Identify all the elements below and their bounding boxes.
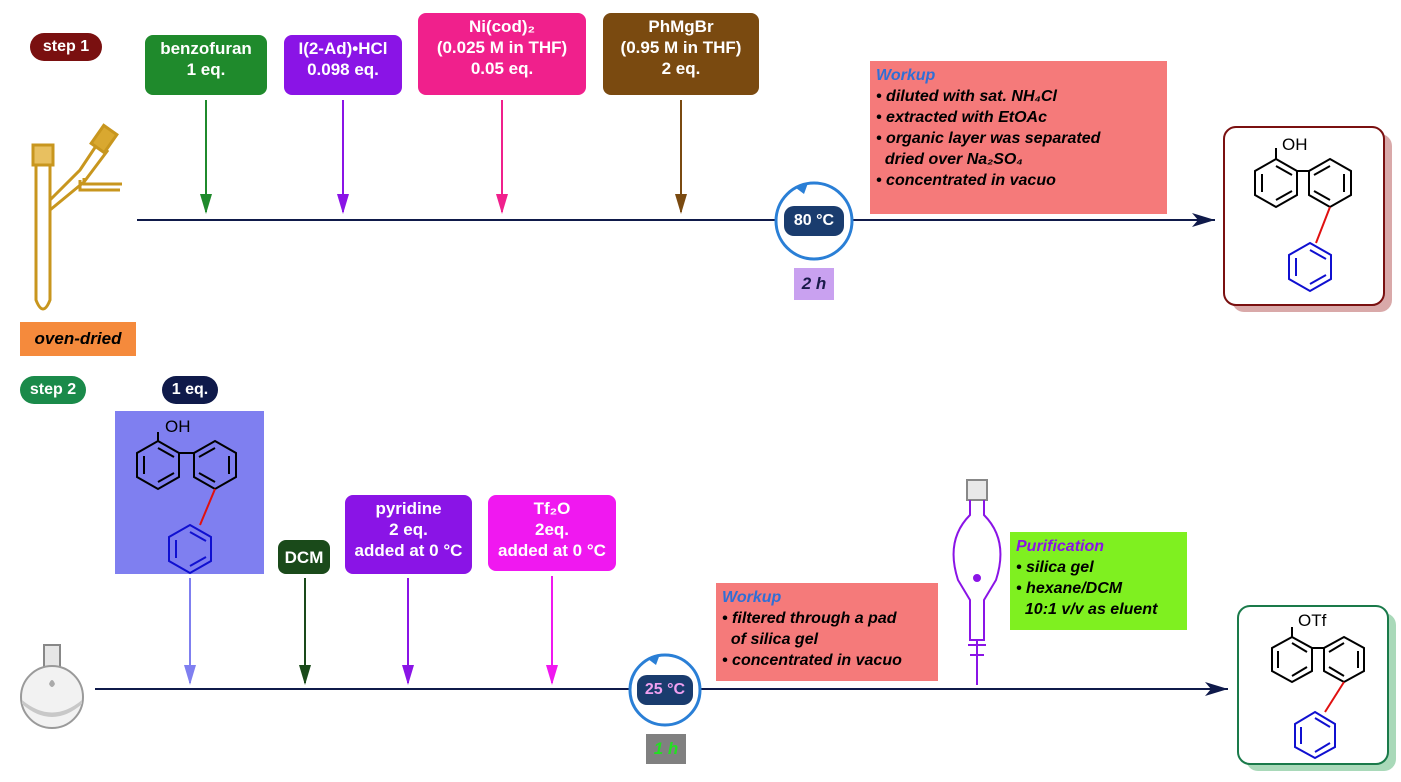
step1-time-badge xyxy=(794,268,834,300)
reagent-dcm: DCM xyxy=(278,540,330,574)
reagent-name: PhMgBr xyxy=(648,17,714,36)
workup-title: Workup xyxy=(876,67,936,84)
reagent-amount: 2 eq. xyxy=(389,520,428,539)
step2-workup: Workup • filtered through a pad of silic… xyxy=(716,583,938,681)
round-bottom-flask-icon xyxy=(20,644,84,729)
reagent-amount: 1 eq. xyxy=(186,60,226,79)
reagent-ligand: I(2-Ad)•HCl 0.098 eq. xyxy=(284,35,402,95)
step2-reagent-arrows xyxy=(184,576,558,685)
substrate-label: OH xyxy=(165,417,191,436)
step2-product-label: OTf xyxy=(1298,611,1327,630)
reagent-name: DCM xyxy=(284,548,324,567)
reagent-name: benzofuran xyxy=(160,39,252,58)
reagent-condition: added at 0 °C xyxy=(354,541,463,560)
reagent-benzofuran: benzofuran 1 eq. xyxy=(145,35,267,95)
step2-product: OTf xyxy=(1237,605,1396,771)
vessel-note: oven-dried xyxy=(20,322,136,356)
workup-title: Workup xyxy=(722,589,782,606)
step2-temperature: 25 °C xyxy=(637,675,693,705)
step1-reagent-arrows xyxy=(200,100,687,214)
reagent-pyridine: pyridine 2 eq. added at 0 °C xyxy=(345,495,472,574)
reagent-concentration: (0.95 M in THF) xyxy=(620,38,742,57)
step1-product: OH xyxy=(1223,126,1392,312)
step1-product-label: OH xyxy=(1282,135,1308,154)
workup-item: • filtered through a pad xyxy=(722,610,897,627)
step2-label: step 2 xyxy=(20,376,86,404)
purification-item: 10:1 v/v as eluent xyxy=(1016,601,1158,618)
reagent-amount: 2 eq. xyxy=(661,59,701,78)
workup-item: • extracted with EtOAc xyxy=(876,109,1047,126)
reagent-condition: added at 0 °C xyxy=(498,541,606,560)
workup-item: • diluted with sat. NH₄Cl xyxy=(876,88,1057,105)
reagent-name: I(2-Ad)•HCl xyxy=(298,39,388,58)
workup-item: • concentrated in vacuo xyxy=(876,172,1056,189)
workup-item: dried over Na₂SO₄ xyxy=(876,151,1023,168)
workup-item: of silica gel xyxy=(722,631,819,648)
step1-time: 2 h xyxy=(801,274,827,293)
schlenk-tube-icon xyxy=(31,123,122,311)
reagent-concentration: (0.025 M in THF) xyxy=(436,38,568,57)
workup-item: • concentrated in vacuo xyxy=(722,652,902,669)
reagent-name: Tf₂O xyxy=(533,499,571,518)
purification-title: Purification xyxy=(1016,538,1105,555)
reagent-amount: 0.05 eq. xyxy=(470,59,534,78)
substrate-structure: OH xyxy=(136,417,237,575)
reagent-grignard: PhMgBr (0.95 M in THF) 2 eq. xyxy=(603,13,759,95)
reagent-nickel: Ni(cod)₂ (0.025 M in THF) 0.05 eq. xyxy=(418,13,586,95)
step2-time-badge xyxy=(646,734,686,764)
separatory-funnel-icon xyxy=(952,479,1002,685)
purification-item: • hexane/DCM xyxy=(1016,580,1123,597)
reagent-amount: 2eq. xyxy=(534,520,570,539)
workup-item: • organic layer was separated xyxy=(876,130,1101,147)
reagent-tf2o: Tf₂O 2eq. added at 0 °C xyxy=(488,495,616,571)
step1-workup: Workup • diluted with sat. NH₄Cl • extra… xyxy=(870,61,1167,214)
step1-temperature: 80 °C xyxy=(784,206,844,236)
substrate-box xyxy=(115,411,264,574)
reagent-amount: 0.098 eq. xyxy=(307,60,379,79)
step2-time: 1 h xyxy=(653,739,679,758)
purification-item: • silica gel xyxy=(1016,559,1094,576)
substrate-eq-pill: 1 eq. xyxy=(162,376,218,404)
purification-box: Purification • silica gel • hexane/DCM 1… xyxy=(1010,532,1187,630)
reagent-name: pyridine xyxy=(375,499,442,518)
step1-label: step 1 xyxy=(30,33,102,61)
reagent-name: Ni(cod)₂ xyxy=(468,17,536,36)
